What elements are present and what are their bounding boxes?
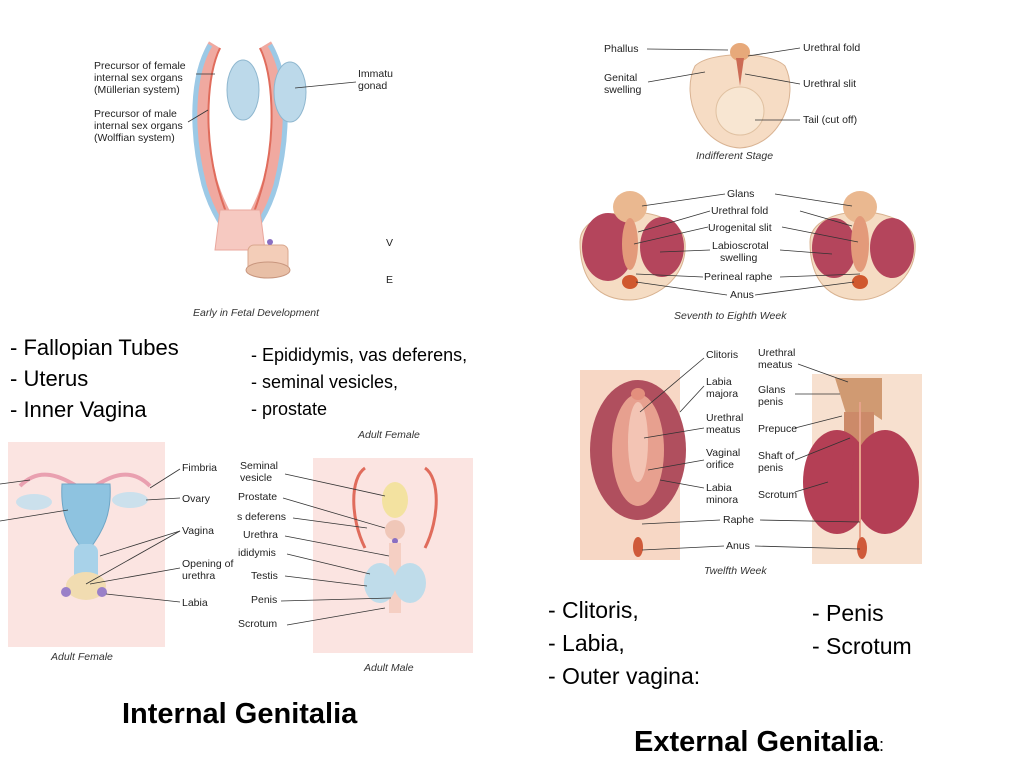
seminal-vesicle-label: Seminal vesicle bbox=[240, 460, 278, 484]
vas-deferens-label: s deferens bbox=[237, 511, 287, 523]
urethral-meatus-male-label: Urethral meatus bbox=[758, 347, 796, 371]
week8-illustration bbox=[579, 191, 916, 301]
testis-label: Testis bbox=[251, 570, 278, 582]
external-genitalia-colon: : bbox=[879, 735, 885, 755]
week12-panel: Clitoris Labia majora Urethral meatus Va… bbox=[580, 342, 925, 582]
cut-label-v: V bbox=[386, 237, 394, 249]
internal-genitalia-heading: Internal Genitalia bbox=[122, 698, 358, 730]
vaginal-orifice-label: Vaginal orifice bbox=[706, 447, 741, 471]
prostate-label: Prostate bbox=[238, 491, 278, 503]
list-item: - Epididymis, vas deferens, bbox=[251, 345, 468, 365]
adult-female-illustration bbox=[0, 442, 181, 647]
vagina-label: Vagina bbox=[182, 525, 214, 537]
urogenital-slit-label: Urogenital slit bbox=[708, 222, 772, 234]
fetal-duct-illustration bbox=[187, 41, 357, 279]
external-genitalia-title: External Genitalia bbox=[634, 726, 879, 758]
list-item: - Uterus bbox=[10, 366, 89, 391]
adult-male-top-caption: Adult Female bbox=[358, 429, 420, 441]
scrotum-label: Scrotum bbox=[758, 489, 798, 501]
adult-male-illustration bbox=[280, 458, 473, 653]
week8-caption: Seventh to Eighth Week bbox=[674, 310, 787, 322]
urethral-meatus-female-label: Urethral meatus bbox=[706, 412, 744, 436]
adult-female-caption: Adult Female bbox=[51, 651, 113, 663]
mullerian-label: Precursor of female internal sex organs … bbox=[94, 60, 186, 96]
urethral-slit-label: Urethral slit bbox=[803, 78, 857, 90]
list-item: - Inner Vagina bbox=[10, 397, 147, 422]
anus-label: Anus bbox=[726, 540, 750, 552]
ovary-label: Ovary bbox=[182, 493, 211, 505]
male-external-list: - Penis - Scrotum bbox=[812, 597, 912, 663]
adult-female-panel: Fimbria Ovary Vagina Opening of urethra … bbox=[0, 436, 245, 668]
wolffian-label: Precursor of male internal sex organs (W… bbox=[94, 108, 183, 144]
week12-caption: Twelfth Week bbox=[704, 565, 767, 577]
scrotum-label: Scrotum bbox=[238, 618, 278, 630]
fetal-development-panel: Precursor of female internal sex organs … bbox=[80, 30, 400, 325]
shaft-of-penis-label: Shaft of penis bbox=[758, 450, 795, 474]
left-gonad bbox=[226, 59, 260, 121]
glans-label: Glans bbox=[727, 188, 755, 200]
fetal-caption: Early in Fetal Development bbox=[193, 307, 320, 319]
external-genitalia-heading: External Genitalia: bbox=[634, 726, 884, 759]
clitoris-label: Clitoris bbox=[706, 349, 739, 361]
opening-of-urethra-label: Opening of urethra bbox=[182, 558, 234, 582]
week8-panel: Glans Urethral fold Urogenital slit Labi… bbox=[570, 182, 920, 327]
male-internal-list: - Epididymis, vas deferens, - seminal ve… bbox=[251, 342, 467, 423]
genital-swelling-label: Genital swelling bbox=[604, 72, 642, 96]
list-item: - Fallopian Tubes bbox=[10, 335, 179, 360]
prepuce-label: Prepuce bbox=[758, 423, 798, 435]
cut-label-e: E bbox=[386, 274, 394, 286]
right-gonad bbox=[273, 61, 307, 123]
labia-majora-label: Labia majora bbox=[706, 376, 739, 400]
female-internal-list: - Fallopian Tubes - Uterus - Inner Vagin… bbox=[10, 332, 179, 425]
indifferent-illustration bbox=[646, 43, 801, 149]
fimbria-label: Fimbria bbox=[182, 462, 218, 474]
list-item: - seminal vesicles, bbox=[251, 372, 399, 392]
raphe-label: Raphe bbox=[723, 514, 754, 526]
glans-penis-label: Glans penis bbox=[758, 384, 786, 408]
epididymis-label: ididymis bbox=[238, 547, 276, 559]
labioscrotal-swelling-label: Labioscrotal swelling bbox=[712, 240, 769, 264]
adult-male-caption: Adult Male bbox=[364, 662, 414, 674]
penis-label: Penis bbox=[251, 594, 278, 606]
female-external-list: - Clitoris, - Labia, - Outer vagina: bbox=[548, 594, 700, 693]
tail-label: Tail (cut off) bbox=[803, 114, 858, 126]
urethra-label: Urethra bbox=[243, 529, 279, 541]
list-item: - Outer vagina: bbox=[548, 663, 701, 689]
list-item: - Penis bbox=[812, 600, 884, 626]
urethral-fold-label: Urethral fold bbox=[711, 205, 769, 217]
labia-minora-label: Labia minora bbox=[706, 482, 739, 506]
perineal-raphe-label: Perineal raphe bbox=[704, 271, 773, 283]
labia-label: Labia bbox=[182, 597, 208, 609]
week12-illustration bbox=[580, 357, 922, 564]
indifferent-caption: Indifferent Stage bbox=[696, 150, 774, 162]
list-item: - Labia, bbox=[548, 630, 625, 656]
list-item: - Scrotum bbox=[812, 633, 912, 659]
gonad-label: Immatu gonad bbox=[358, 68, 394, 92]
anus-label: Anus bbox=[730, 289, 754, 301]
urethral-fold-label: Urethral fold bbox=[803, 42, 861, 54]
list-item: - Clitoris, bbox=[548, 597, 639, 623]
phallus-label: Phallus bbox=[604, 43, 639, 55]
list-item: - prostate bbox=[251, 399, 328, 419]
adult-male-panel: Seminal vesicle Prostate s deferens Uret… bbox=[235, 428, 480, 678]
indifferent-stage-panel: Phallus Genital swelling Urethral fold U… bbox=[600, 36, 880, 166]
